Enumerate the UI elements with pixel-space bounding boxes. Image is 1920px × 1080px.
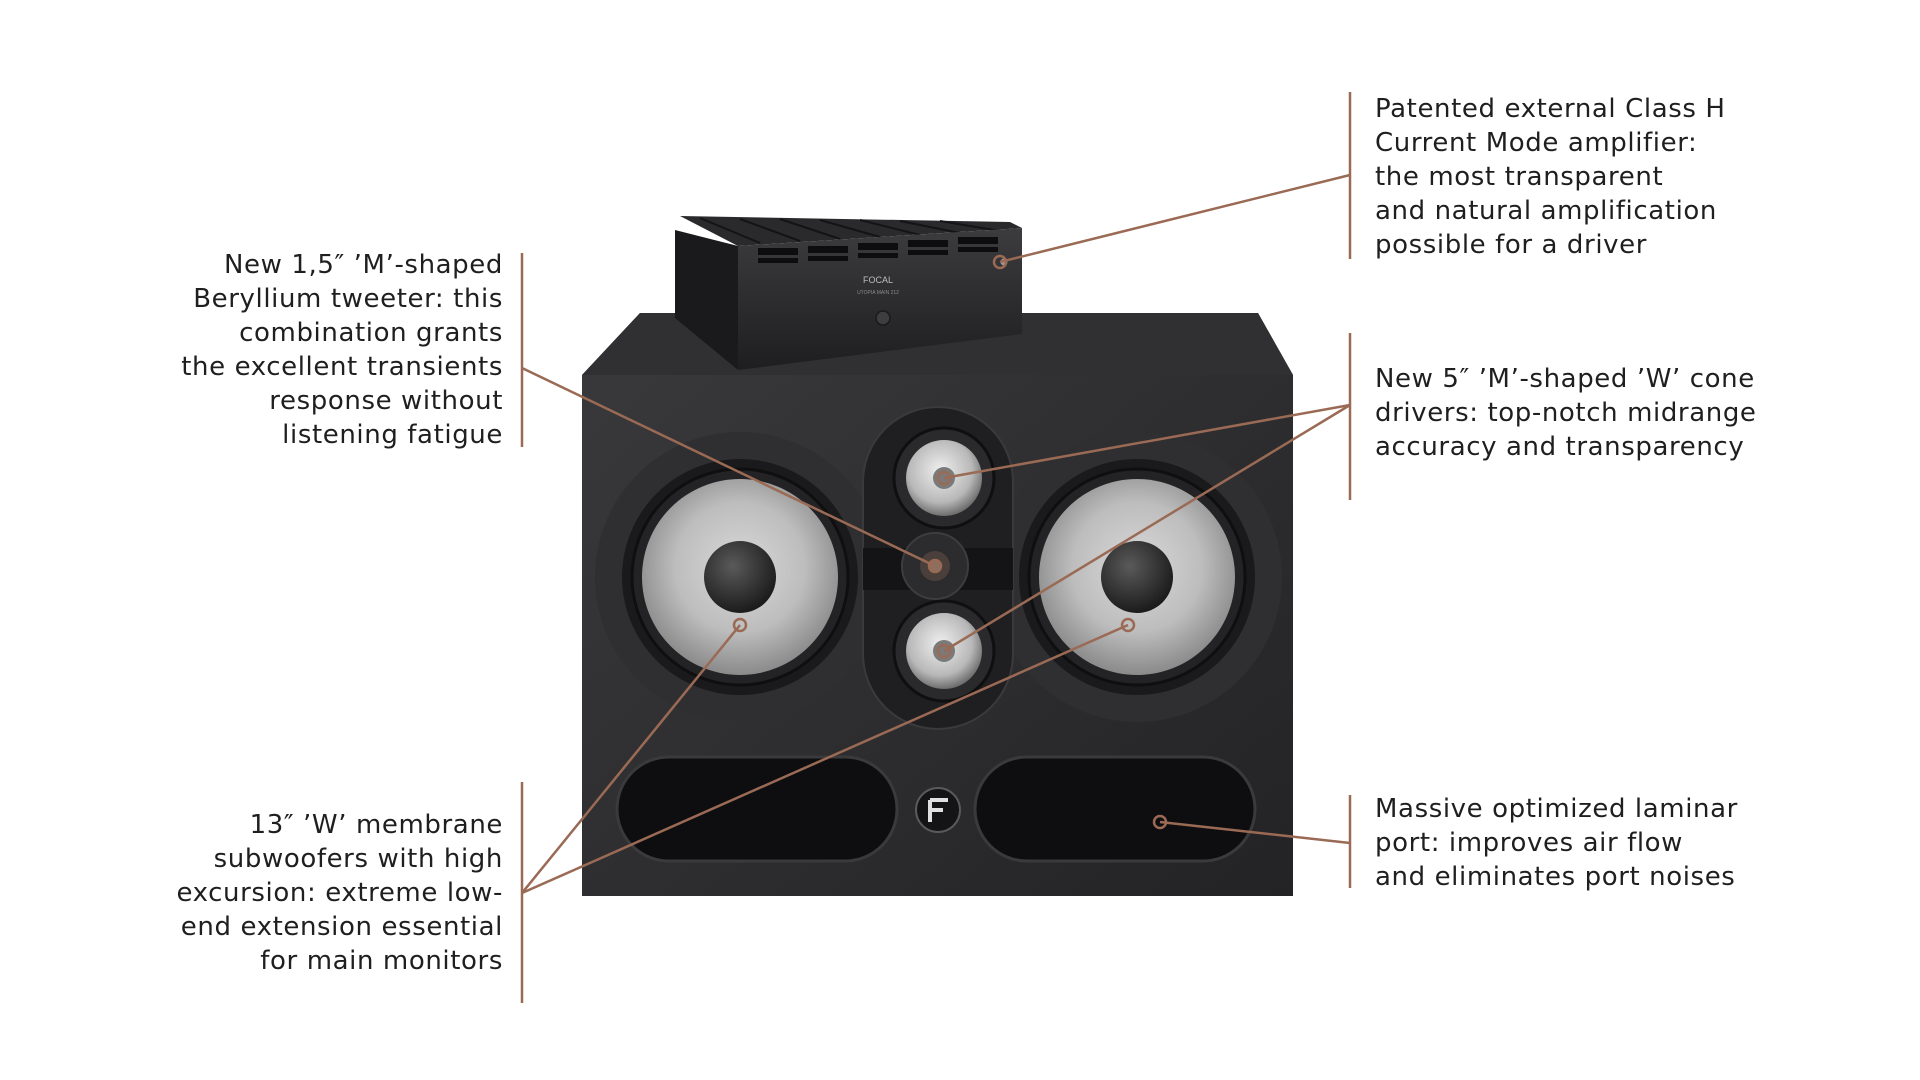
callout-line: accuracy and transparency — [1375, 432, 1745, 462]
callout-midrange: New 5″ ’M’-shaped ’W’ cone drivers: top-… — [1375, 362, 1757, 464]
amplifier-model-label: UTOPIA MAIN 212 — [857, 290, 899, 296]
callout-line: New 1,5″ ’M’-shaped — [223, 250, 503, 280]
callout-line: Patented external Class H — [1375, 94, 1726, 124]
laminar-ports — [615, 755, 1257, 863]
amplifier-brand-label: FOCAL — [863, 275, 893, 285]
callout-line: and natural amplification — [1375, 196, 1717, 226]
callout-line: end extension essential — [180, 912, 503, 942]
callout-line: response without — [269, 386, 503, 416]
callout-line: drivers: top-notch midrange — [1375, 398, 1757, 428]
right-woofer — [992, 432, 1282, 722]
callout-line: the excellent transients — [181, 352, 503, 382]
left-woofer — [595, 432, 885, 722]
callout-line: the most transparent — [1375, 162, 1664, 192]
callout-line: and eliminates port noises — [1375, 862, 1736, 892]
callout-line: port: improves air flow — [1375, 828, 1684, 858]
callout-line: combination grants — [239, 318, 503, 348]
callout-line: listening fatigue — [282, 420, 503, 450]
callout-line: Massive optimized laminar — [1375, 794, 1738, 824]
callout-line: New 5″ ’M’-shaped ’W’ cone — [1375, 364, 1755, 394]
amplifier-power-knob — [875, 310, 891, 326]
focal-logo — [915, 787, 961, 833]
callout-line: for main monitors — [260, 946, 503, 976]
callout-line: Current Mode amplifier: — [1375, 128, 1698, 158]
callout-line: excursion: extreme low- — [176, 878, 503, 908]
callout-line: Beryllium tweeter: this — [193, 284, 503, 314]
callout-subwoofer: 13″ ’W’ membrane subwoofers with high ex… — [176, 808, 503, 978]
callout-amplifier: Patented external Class H Current Mode a… — [1375, 92, 1726, 262]
amplifier-unit: FOCAL UTOPIA MAIN 212 — [675, 216, 1022, 370]
center-driver-column — [862, 406, 1014, 730]
callout-port: Massive optimized laminar port: improves… — [1375, 792, 1738, 894]
marker-dots — [732, 254, 1168, 830]
callout-line: possible for a driver — [1375, 230, 1648, 260]
callout-line: 13″ ’W’ membrane — [249, 810, 503, 840]
leader-lines — [520, 92, 1352, 1003]
callout-tweeter: New 1,5″ ’M’-shaped Beryllium tweeter: t… — [181, 248, 503, 452]
callout-line: subwoofers with high — [213, 844, 503, 874]
